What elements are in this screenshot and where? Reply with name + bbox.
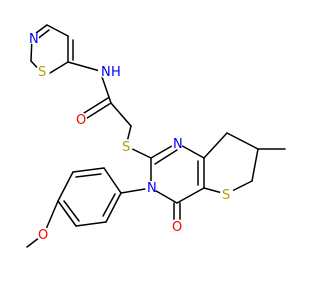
atom-n-pyrimidine-bottom: N — [147, 181, 157, 196]
atom-s-thiophene: S — [222, 188, 230, 203]
bond — [226, 132, 259, 150]
atom-nh-hydrogen: H — [111, 65, 121, 80]
atom-labels: N S N H O S N N S O O — [27, 32, 234, 243]
atom-n-pyrimidine-top: N — [173, 137, 183, 152]
atom-s-thiazole: S — [38, 65, 46, 80]
bond — [72, 167, 105, 173]
bond — [154, 149, 178, 165]
bond — [251, 148, 259, 182]
bond — [83, 102, 112, 121]
bond — [75, 173, 102, 178]
bond — [83, 97, 109, 114]
structure-svg: N S N H O S N N S O O — [26, 24, 286, 248]
atom-o-carbonyl: O — [172, 220, 182, 235]
bond — [103, 167, 122, 194]
bond — [57, 171, 74, 202]
atom-n-thiazole: N — [29, 32, 39, 47]
bond — [63, 200, 80, 222]
bond — [75, 221, 107, 227]
bond — [102, 193, 116, 217]
atom-nh-nitrogen: N — [101, 65, 111, 80]
bonds — [26, 24, 286, 248]
bond — [110, 102, 132, 127]
bond — [176, 187, 205, 204]
atom-s-thioether: S — [122, 140, 130, 155]
bond — [203, 132, 228, 159]
atom-o-methoxy: O — [38, 228, 48, 243]
bond — [105, 192, 122, 223]
atom-o-amide: O — [76, 113, 86, 128]
bond — [67, 61, 101, 72]
bond — [57, 200, 77, 227]
bond — [46, 24, 69, 37]
molecule-drawing: N S N H O S N N S O O — [26, 24, 286, 248]
